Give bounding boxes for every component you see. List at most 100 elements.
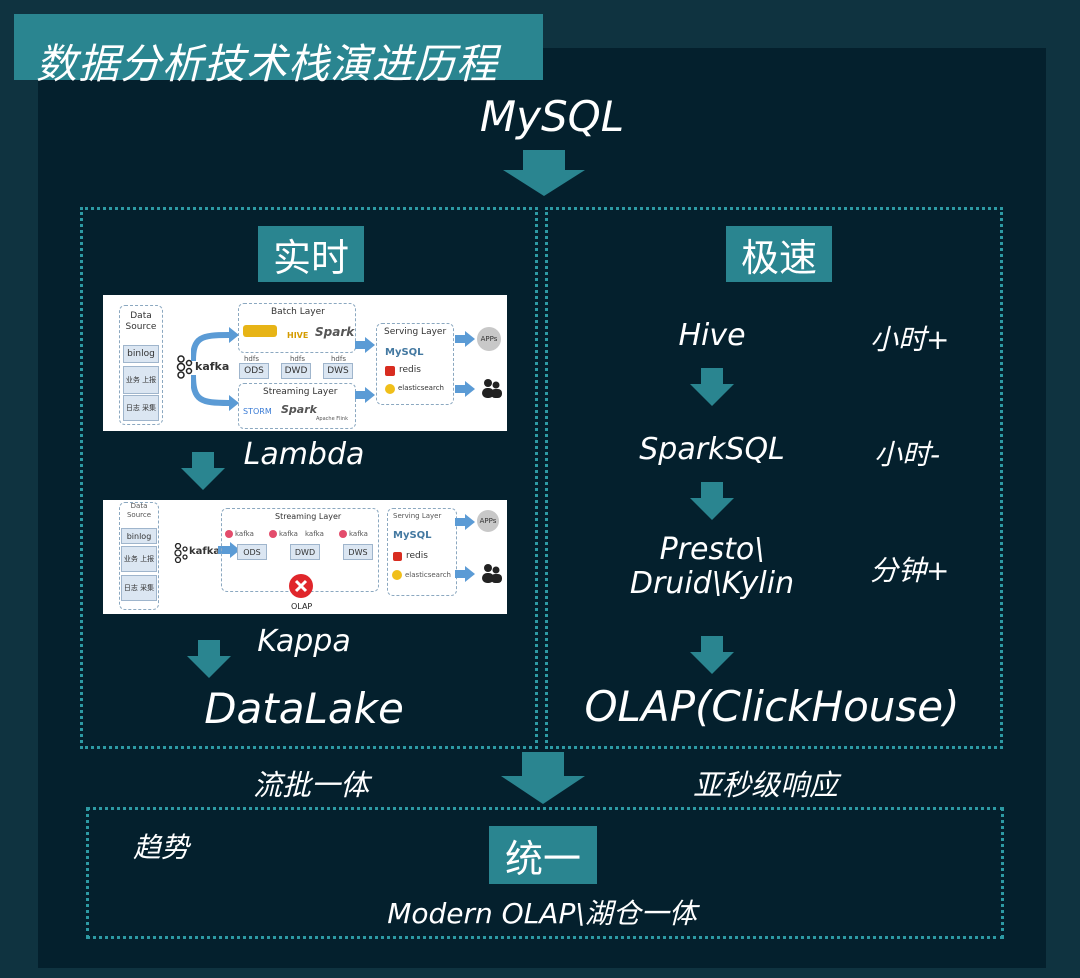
trend-label: 趋势 xyxy=(133,831,190,864)
elasticsearch-icon xyxy=(392,570,402,580)
speed-box xyxy=(545,207,1003,749)
binlog-cell: binlog xyxy=(121,528,157,544)
speed-tag: 极速 xyxy=(726,226,832,282)
down-arrow-icon xyxy=(181,452,225,490)
spark-label-2: Spark xyxy=(281,403,317,416)
down-arrow-icon xyxy=(503,150,585,196)
unify-box xyxy=(86,807,1004,939)
hive-label: HIVE xyxy=(287,331,309,340)
flink-label: Apache Flink xyxy=(316,416,348,422)
down-arrow-icon xyxy=(501,752,585,804)
right-arrow-icon xyxy=(218,542,240,558)
down-arrow-icon xyxy=(690,368,734,406)
right-arrow-icon xyxy=(455,514,475,530)
kafka-tag-1: kafka xyxy=(235,530,254,538)
branch-arrows-icon xyxy=(191,327,239,411)
redis-icon xyxy=(385,366,395,376)
presto-latency: 分钟+ xyxy=(870,554,950,587)
ods-cell: ODS xyxy=(237,544,267,560)
redis-icon xyxy=(393,552,402,561)
storm-label: STORM xyxy=(243,407,272,416)
flink-logo-icon xyxy=(243,325,277,337)
kafka-label: kafka xyxy=(195,360,230,373)
down-arrow-icon xyxy=(690,636,734,674)
druid-kylin-label: Druid\Kylin xyxy=(629,566,795,601)
right-arrow-icon xyxy=(355,337,375,353)
batch-layer-label: Batch Layer xyxy=(271,307,325,317)
redis-label: redis xyxy=(399,365,421,375)
right-arrow-icon xyxy=(355,387,375,403)
streaming-layer-group xyxy=(238,383,356,429)
users-icon xyxy=(482,379,502,398)
kappa-architecture-figure: Data Source binlog 业务 上报 日志 采集 kafka Str… xyxy=(103,500,507,614)
serving-mysql-label: MySQL xyxy=(393,530,432,541)
stream-batch-label: 流批一体 xyxy=(253,768,370,802)
log-collect-cell: 日志 采集 xyxy=(123,395,159,421)
sparksql-label: SparkSQL xyxy=(639,432,785,467)
spark-label: Spark xyxy=(315,325,355,339)
hdfs-label-3: hdfs xyxy=(331,355,346,363)
lambda-label: Lambda xyxy=(243,437,365,472)
subsecond-label: 亚秒级响应 xyxy=(693,768,839,802)
serving-layer-label: Serving Layer xyxy=(384,327,447,337)
realtime-tag: 实时 xyxy=(258,226,364,282)
dws-cell: DWS xyxy=(343,544,373,560)
sparksql-latency: 小时- xyxy=(874,438,941,471)
data-source-label: Data Source xyxy=(125,311,157,332)
hdfs-label-1: hdfs xyxy=(244,355,259,363)
apps-badge: APPs xyxy=(477,327,501,351)
biz-report-cell: 业务 上报 xyxy=(121,546,157,572)
apps-badge: APPs xyxy=(477,510,499,532)
serving-layer-group xyxy=(387,508,457,596)
serving-layer-group xyxy=(376,323,454,405)
page-title: 数据分析技术栈演进历程 xyxy=(36,40,498,88)
kappa-label: Kappa xyxy=(257,624,351,659)
hive-label: Hive xyxy=(678,318,746,353)
mysql-label: MySQL xyxy=(479,92,625,141)
lambda-architecture-figure: Data Source binlog 业务 上报 日志 采集 kafka Bat… xyxy=(103,295,507,431)
realtime-box xyxy=(80,207,538,749)
hive-latency: 小时+ xyxy=(870,323,950,356)
kafka-icon xyxy=(174,543,188,563)
hdfs-label-2: hdfs xyxy=(290,355,305,363)
redis-label: redis xyxy=(406,551,428,561)
kafka-tag-2: kafka xyxy=(279,530,298,538)
batch-layer-group xyxy=(238,303,356,353)
olap-clickhouse-label: OLAP(ClickHouse) xyxy=(584,682,960,731)
unify-subtitle: Modern OLAP\湖仓一体 xyxy=(387,897,697,930)
data-source-label: Data Source xyxy=(126,502,152,519)
binlog-cell: binlog xyxy=(123,345,159,363)
streaming-layer-label: Streaming Layer xyxy=(263,387,338,397)
data-source-group xyxy=(119,305,163,425)
kafka-tag-3: kafka xyxy=(305,530,324,538)
elasticsearch-label: elasticsearch xyxy=(405,571,451,579)
flink-icon xyxy=(339,530,347,538)
unify-tag: 统一 xyxy=(489,826,597,884)
kafka-tag-4: kafka xyxy=(349,530,368,538)
right-arrow-icon xyxy=(455,381,475,397)
flink-icon xyxy=(269,530,277,538)
streaming-layer-label: Streaming Layer xyxy=(275,512,342,521)
data-source-group xyxy=(119,502,159,610)
biz-report-cell: 业务 上报 xyxy=(123,366,159,394)
log-collect-cell: 日志 采集 xyxy=(121,575,157,601)
ods-cell: ODS xyxy=(239,363,269,379)
flink-icon xyxy=(225,530,233,538)
dwd-cell: DWD xyxy=(290,544,320,560)
right-arrow-icon xyxy=(455,566,475,582)
olap-label: OLAP xyxy=(291,602,313,611)
serving-layer-label: Serving Layer xyxy=(393,512,442,520)
right-arrow-icon xyxy=(455,331,475,347)
elasticsearch-label: elasticsearch xyxy=(398,384,444,392)
down-arrow-icon xyxy=(187,640,231,678)
olap-crossed-icon xyxy=(289,574,313,598)
elasticsearch-icon xyxy=(385,384,395,394)
down-arrow-icon xyxy=(690,482,734,520)
datalake-label: DataLake xyxy=(204,684,404,733)
kafka-icon xyxy=(176,355,193,379)
serving-mysql-label: MySQL xyxy=(385,347,424,358)
dwd-cell: DWD xyxy=(281,363,311,379)
dws-cell: DWS xyxy=(323,363,353,379)
users-icon xyxy=(482,564,502,583)
presto-label: Presto\ xyxy=(659,532,765,567)
